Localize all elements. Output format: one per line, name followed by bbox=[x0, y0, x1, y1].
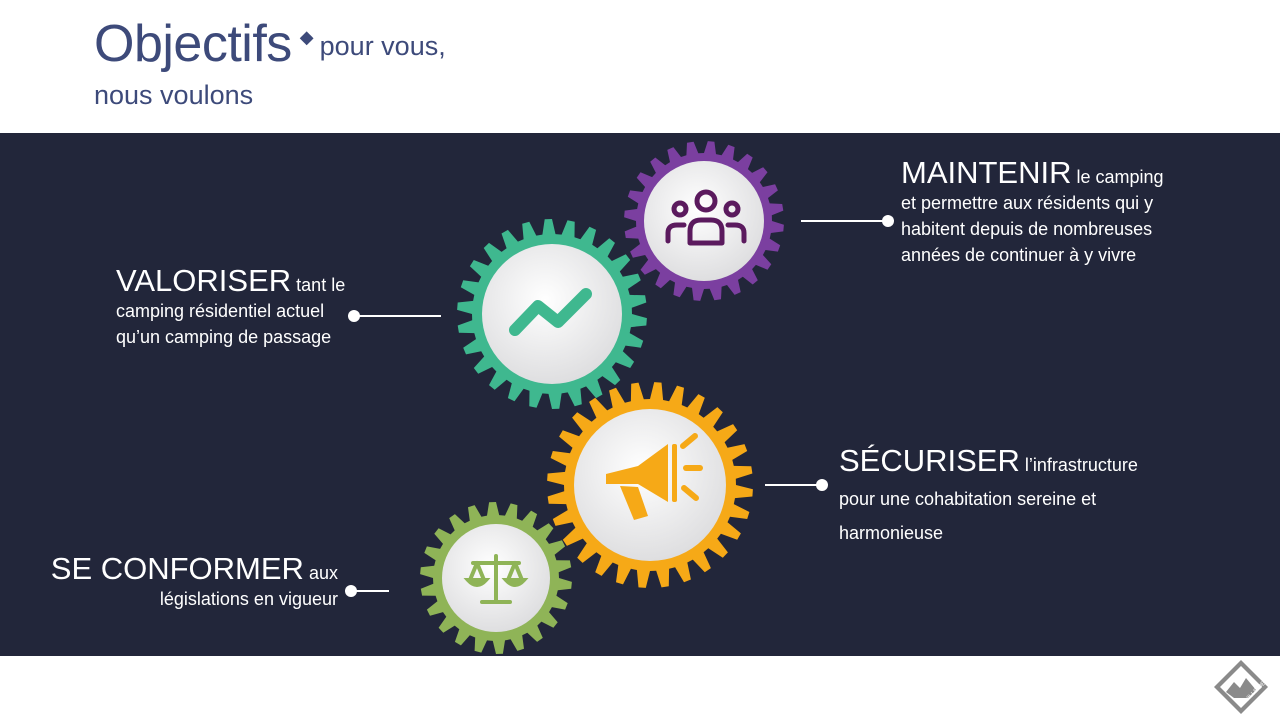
goal-maintenir-line: habitent depuis de nombreuses bbox=[901, 219, 1153, 239]
goal-valoriser-line: camping résidentiel actuel bbox=[116, 301, 325, 321]
connector-securiser bbox=[765, 484, 821, 486]
page-title: Objectifs ◆pour vous, bbox=[94, 14, 446, 74]
scales-of-justice-icon bbox=[463, 554, 529, 604]
title-line2: nous voulons bbox=[94, 80, 254, 110]
goal-valoriser-line: qu’un camping de passage bbox=[116, 327, 332, 347]
goal-maintenir-line: années de continuer à y vivre bbox=[901, 245, 1137, 265]
goal-valoriser: VALORISER tant le camping résidentiel ac… bbox=[116, 265, 356, 350]
connector-valoriser bbox=[354, 315, 441, 317]
goal-maintenir-lead: le camping bbox=[1076, 167, 1164, 187]
connector-maintenir bbox=[801, 220, 887, 222]
users-group-icon bbox=[665, 189, 747, 246]
gear-securiser bbox=[547, 382, 753, 588]
goal-conformer-lead: aux bbox=[308, 563, 338, 583]
gear-maintenir bbox=[624, 141, 784, 301]
goal-conformer-line: législations en vigueur bbox=[159, 589, 338, 609]
connector-dot-securiser bbox=[816, 479, 828, 491]
gear-conformer bbox=[420, 502, 572, 654]
header: Objectifs ◆pour vous, nous voulons bbox=[0, 0, 1280, 133]
goal-conformer: SE CONFORMER aux législations en vigueur bbox=[40, 553, 338, 612]
goal-securiser: SÉCURISER l’infrastructure pour une coha… bbox=[839, 444, 1179, 550]
title-main: Objectifs bbox=[94, 15, 292, 73]
title-sub: pour vous, bbox=[319, 31, 446, 61]
connector-dot-maintenir bbox=[882, 215, 894, 227]
connector-conformer bbox=[351, 590, 389, 592]
goal-valoriser-lead: tant le bbox=[296, 275, 346, 295]
goal-conformer-head: SE CONFORMER bbox=[50, 551, 304, 586]
goal-maintenir-line: et permettre aux résidents qui y bbox=[901, 193, 1154, 213]
ville-de-sierre-logo: VILLE DE SIERRE bbox=[1214, 660, 1270, 714]
goal-securiser-head: SÉCURISER bbox=[839, 443, 1020, 478]
goal-maintenir: MAINTENIR le camping et permettre aux ré… bbox=[901, 157, 1231, 268]
trend-line-icon bbox=[509, 288, 592, 336]
diamond-icon: ◆ bbox=[299, 27, 314, 47]
gear-valoriser bbox=[457, 219, 647, 409]
goal-securiser-lead: l’infrastructure bbox=[1024, 455, 1138, 475]
goal-maintenir-head: MAINTENIR bbox=[901, 155, 1072, 190]
megaphone-icon bbox=[606, 433, 703, 520]
goal-securiser-line: harmonieuse bbox=[839, 523, 944, 543]
goal-valoriser-head: VALORISER bbox=[116, 263, 292, 298]
goal-securiser-line: pour une cohabitation sereine et bbox=[839, 489, 1097, 509]
